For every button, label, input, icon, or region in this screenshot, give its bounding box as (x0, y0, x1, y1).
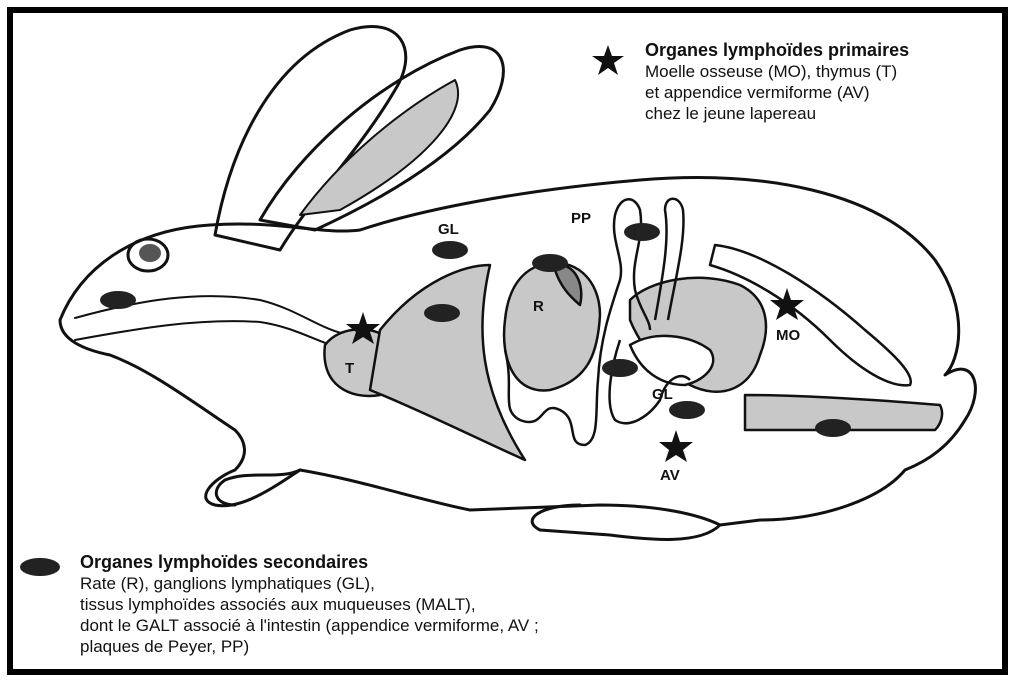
label-gl-top: GL (438, 221, 459, 238)
legend-primary-line: chez le jeune lapereau (645, 103, 1005, 124)
lymph-dot (100, 291, 136, 309)
label-r: R (533, 298, 544, 315)
legend-secondary-line: tissus lymphoïdes associés aux muqueuses… (80, 594, 780, 615)
legend-primary: Organes lymphoïdes primaires Moelle osse… (645, 40, 1005, 124)
star-icon (659, 430, 693, 462)
ellipse-dot-icon (18, 556, 62, 578)
label-mo: MO (776, 327, 800, 344)
legend-secondary-line: plaques de Peyer, PP) (80, 636, 780, 657)
hind-leg (532, 505, 720, 539)
lymph-dot (815, 419, 851, 437)
lymph-dot (624, 223, 660, 241)
lung-heart (370, 265, 525, 460)
legend-primary-line: et appendice vermiforme (AV) (645, 82, 1005, 103)
label-t: T (345, 360, 354, 377)
legend-secondary-line: dont le GALT associé à l'intestin (appen… (80, 615, 780, 636)
lymph-dot (432, 241, 468, 259)
star-icon (590, 44, 626, 78)
lymph-dot (532, 254, 568, 272)
label-pp: PP (571, 210, 591, 227)
legend-secondary: Organes lymphoïdes secondaires Rate (R),… (80, 552, 780, 657)
legend-primary-line: Moelle osseuse (MO), thymus (T) (645, 61, 1005, 82)
label-av: AV (660, 467, 680, 484)
caecum (630, 336, 713, 385)
legend-secondary-line: Rate (R), ganglions lymphatiques (GL), (80, 573, 780, 594)
spleen (504, 263, 600, 391)
lymph-dot (424, 304, 460, 322)
legend-primary-title: Organes lymphoïdes primaires (645, 40, 1005, 61)
label-gl-mid: GL (652, 386, 673, 403)
lymph-dot (602, 359, 638, 377)
lymph-dot (669, 401, 705, 419)
legend-secondary-title: Organes lymphoïdes secondaires (80, 552, 780, 573)
ear-inner (300, 80, 458, 215)
front-paw (216, 470, 300, 505)
